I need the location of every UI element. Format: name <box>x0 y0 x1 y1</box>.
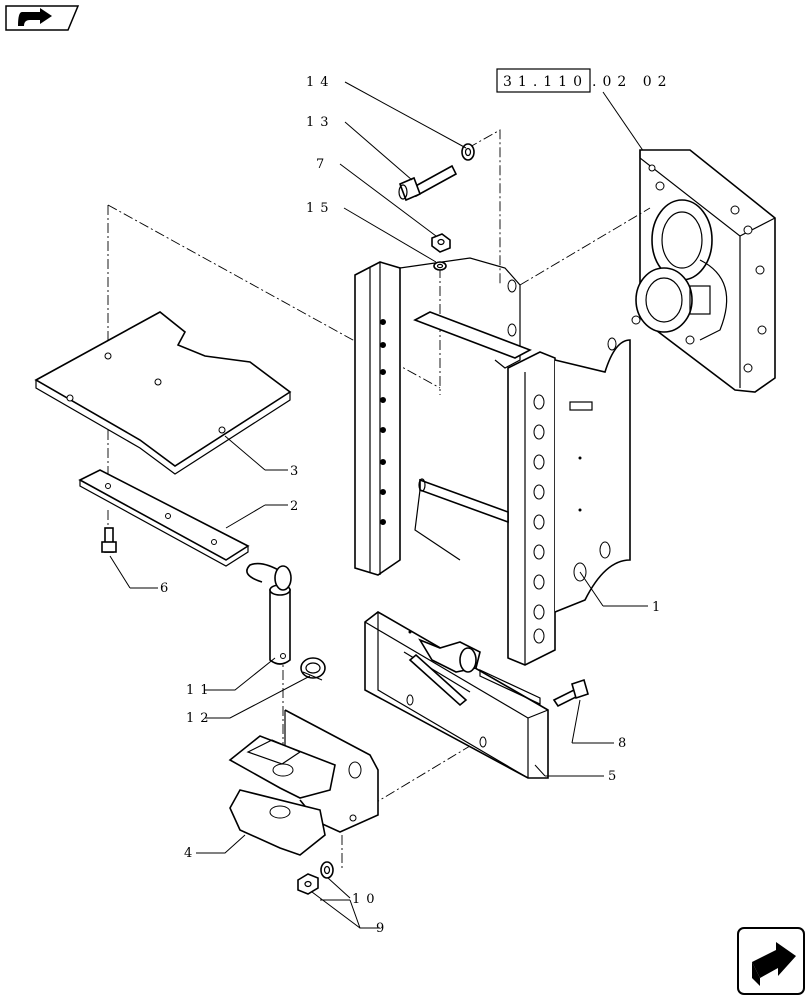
nut-9 <box>297 873 319 895</box>
callout-6: 6 <box>160 581 174 596</box>
washer-15 <box>433 261 447 271</box>
leader-lines <box>109 81 648 929</box>
callout-labels: 14 13 7 15 1 2 3 6 11 12 8 5 4 10 9 <box>160 75 666 936</box>
callout-13: 13 <box>306 115 335 130</box>
nut-7 <box>431 233 451 253</box>
reference-label[interactable]: 31.110 .02 02 <box>496 68 673 153</box>
callout-8: 8 <box>618 736 632 751</box>
bolt-6 <box>101 527 117 553</box>
slide-plate <box>364 611 549 779</box>
callout-10: 10 <box>352 892 381 907</box>
callout-9: 9 <box>376 921 390 936</box>
strip-plate <box>78 469 250 567</box>
callout-1: 1 <box>652 600 666 615</box>
callout-11: 11 <box>186 683 215 698</box>
gearbox-housing <box>631 149 776 393</box>
washer-10 <box>320 861 334 879</box>
hitch-jaw <box>228 709 379 856</box>
callout-5: 5 <box>608 769 622 784</box>
reference-box-text: 31.110 <box>503 74 588 90</box>
tow-frame <box>354 257 631 666</box>
pin-11 <box>246 562 292 665</box>
next-page-arrow-icon[interactable] <box>737 927 805 995</box>
bolt-13 <box>398 164 458 202</box>
reference-suffix-text: .02 02 <box>592 74 673 90</box>
bolt-8 <box>552 678 589 708</box>
callout-2: 2 <box>290 499 304 514</box>
clip-12 <box>300 657 326 681</box>
navigation-arrow-icon[interactable] <box>5 5 80 31</box>
callout-12: 12 <box>186 711 215 726</box>
callout-15: 15 <box>306 201 335 216</box>
callout-4: 4 <box>184 846 198 861</box>
cover-plate <box>34 311 292 475</box>
callout-3: 3 <box>290 464 304 479</box>
callout-14: 14 <box>306 75 335 90</box>
callout-7: 7 <box>316 157 330 172</box>
